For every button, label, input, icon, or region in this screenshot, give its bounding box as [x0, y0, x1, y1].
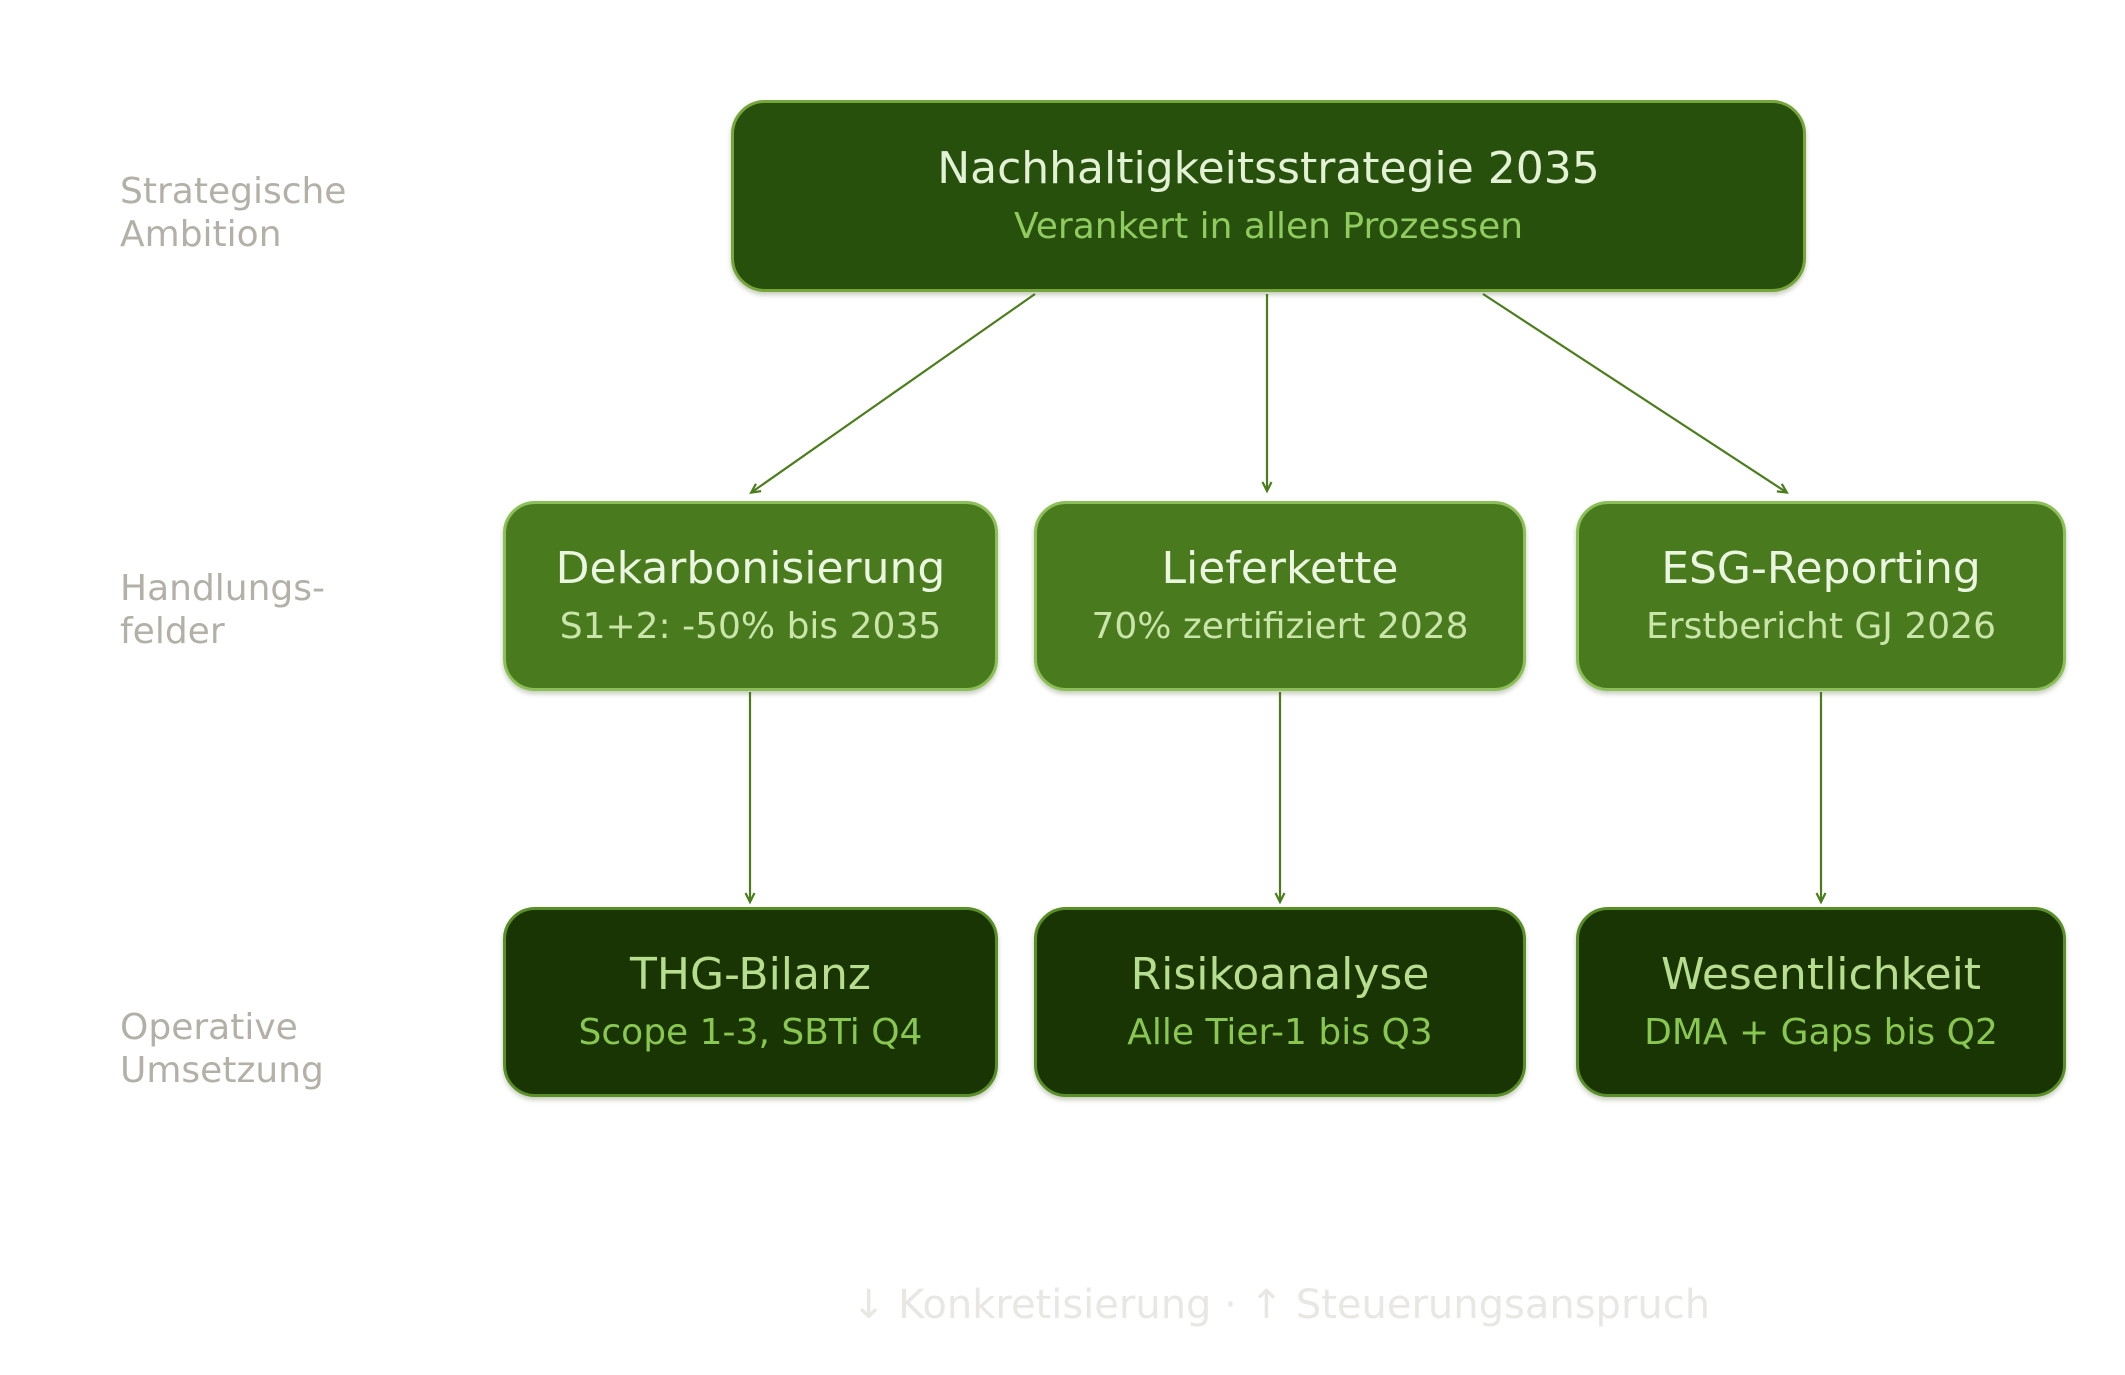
node-title: Wesentlichkeit [1660, 949, 1982, 1000]
node-esg-reporting: ESG-Reporting Erstbericht GJ 2026 [1576, 501, 2066, 691]
node-subtitle: S1+2: -50% bis 2035 [559, 606, 942, 648]
node-subtitle: DMA + Gaps bis Q2 [1644, 1012, 1998, 1054]
node-wesentlichkeit: Wesentlichkeit DMA + Gaps bis Q2 [1576, 907, 2066, 1097]
node-subtitle: Erstbericht GJ 2026 [1646, 606, 1996, 648]
row-label-handlungsfelder: Handlungs- felder [120, 567, 325, 653]
footer-caption: ↓ Konkretisierung · ↑ Steuerungsanspruch [851, 1282, 1711, 1328]
node-lieferkette: Lieferkette 70% zertifiziert 2028 [1034, 501, 1526, 691]
row-label-strategische-ambition: Strategische Ambition [120, 170, 346, 256]
node-title: ESG-Reporting [1661, 543, 1981, 594]
node-subtitle: 70% zertifiziert 2028 [1091, 606, 1469, 648]
node-subtitle: Alle Tier-1 bis Q3 [1127, 1012, 1433, 1054]
row-label-line: Strategische [120, 171, 347, 212]
node-thg-bilanz: THG-Bilanz Scope 1-3, SBTi Q4 [503, 907, 998, 1097]
node-title: Nachhaltigkeitsstrategie 2035 [937, 143, 1600, 194]
arrow-strategy-to-dekarbonisierung [749, 293, 1036, 494]
node-title: Lieferkette [1161, 543, 1399, 594]
node-risikoanalyse: Risikoanalyse Alle Tier-1 bis Q3 [1034, 907, 1526, 1097]
node-dekarbonisierung: Dekarbonisierung S1+2: -50% bis 2035 [503, 501, 998, 691]
row-label-line: Umsetzung [120, 1050, 324, 1091]
node-subtitle: Scope 1-3, SBTi Q4 [578, 1012, 923, 1054]
node-title: THG-Bilanz [630, 949, 871, 1000]
arrow-strategy-to-esg-reporting [1482, 293, 1789, 494]
row-label-line: Handlungs- [120, 568, 326, 609]
row-label-line: Operative [120, 1007, 298, 1048]
node-title: Risikoanalyse [1130, 949, 1430, 1000]
row-label-line: felder [120, 611, 225, 652]
row-label-operative-umsetzung: Operative Umsetzung [120, 1006, 324, 1092]
node-strategy-2035: Nachhaltigkeitsstrategie 2035 Verankert … [731, 100, 1806, 292]
node-title: Dekarbonisierung [555, 543, 946, 594]
row-label-line: Ambition [120, 214, 282, 255]
node-subtitle: Verankert in allen Prozessen [1013, 206, 1524, 248]
